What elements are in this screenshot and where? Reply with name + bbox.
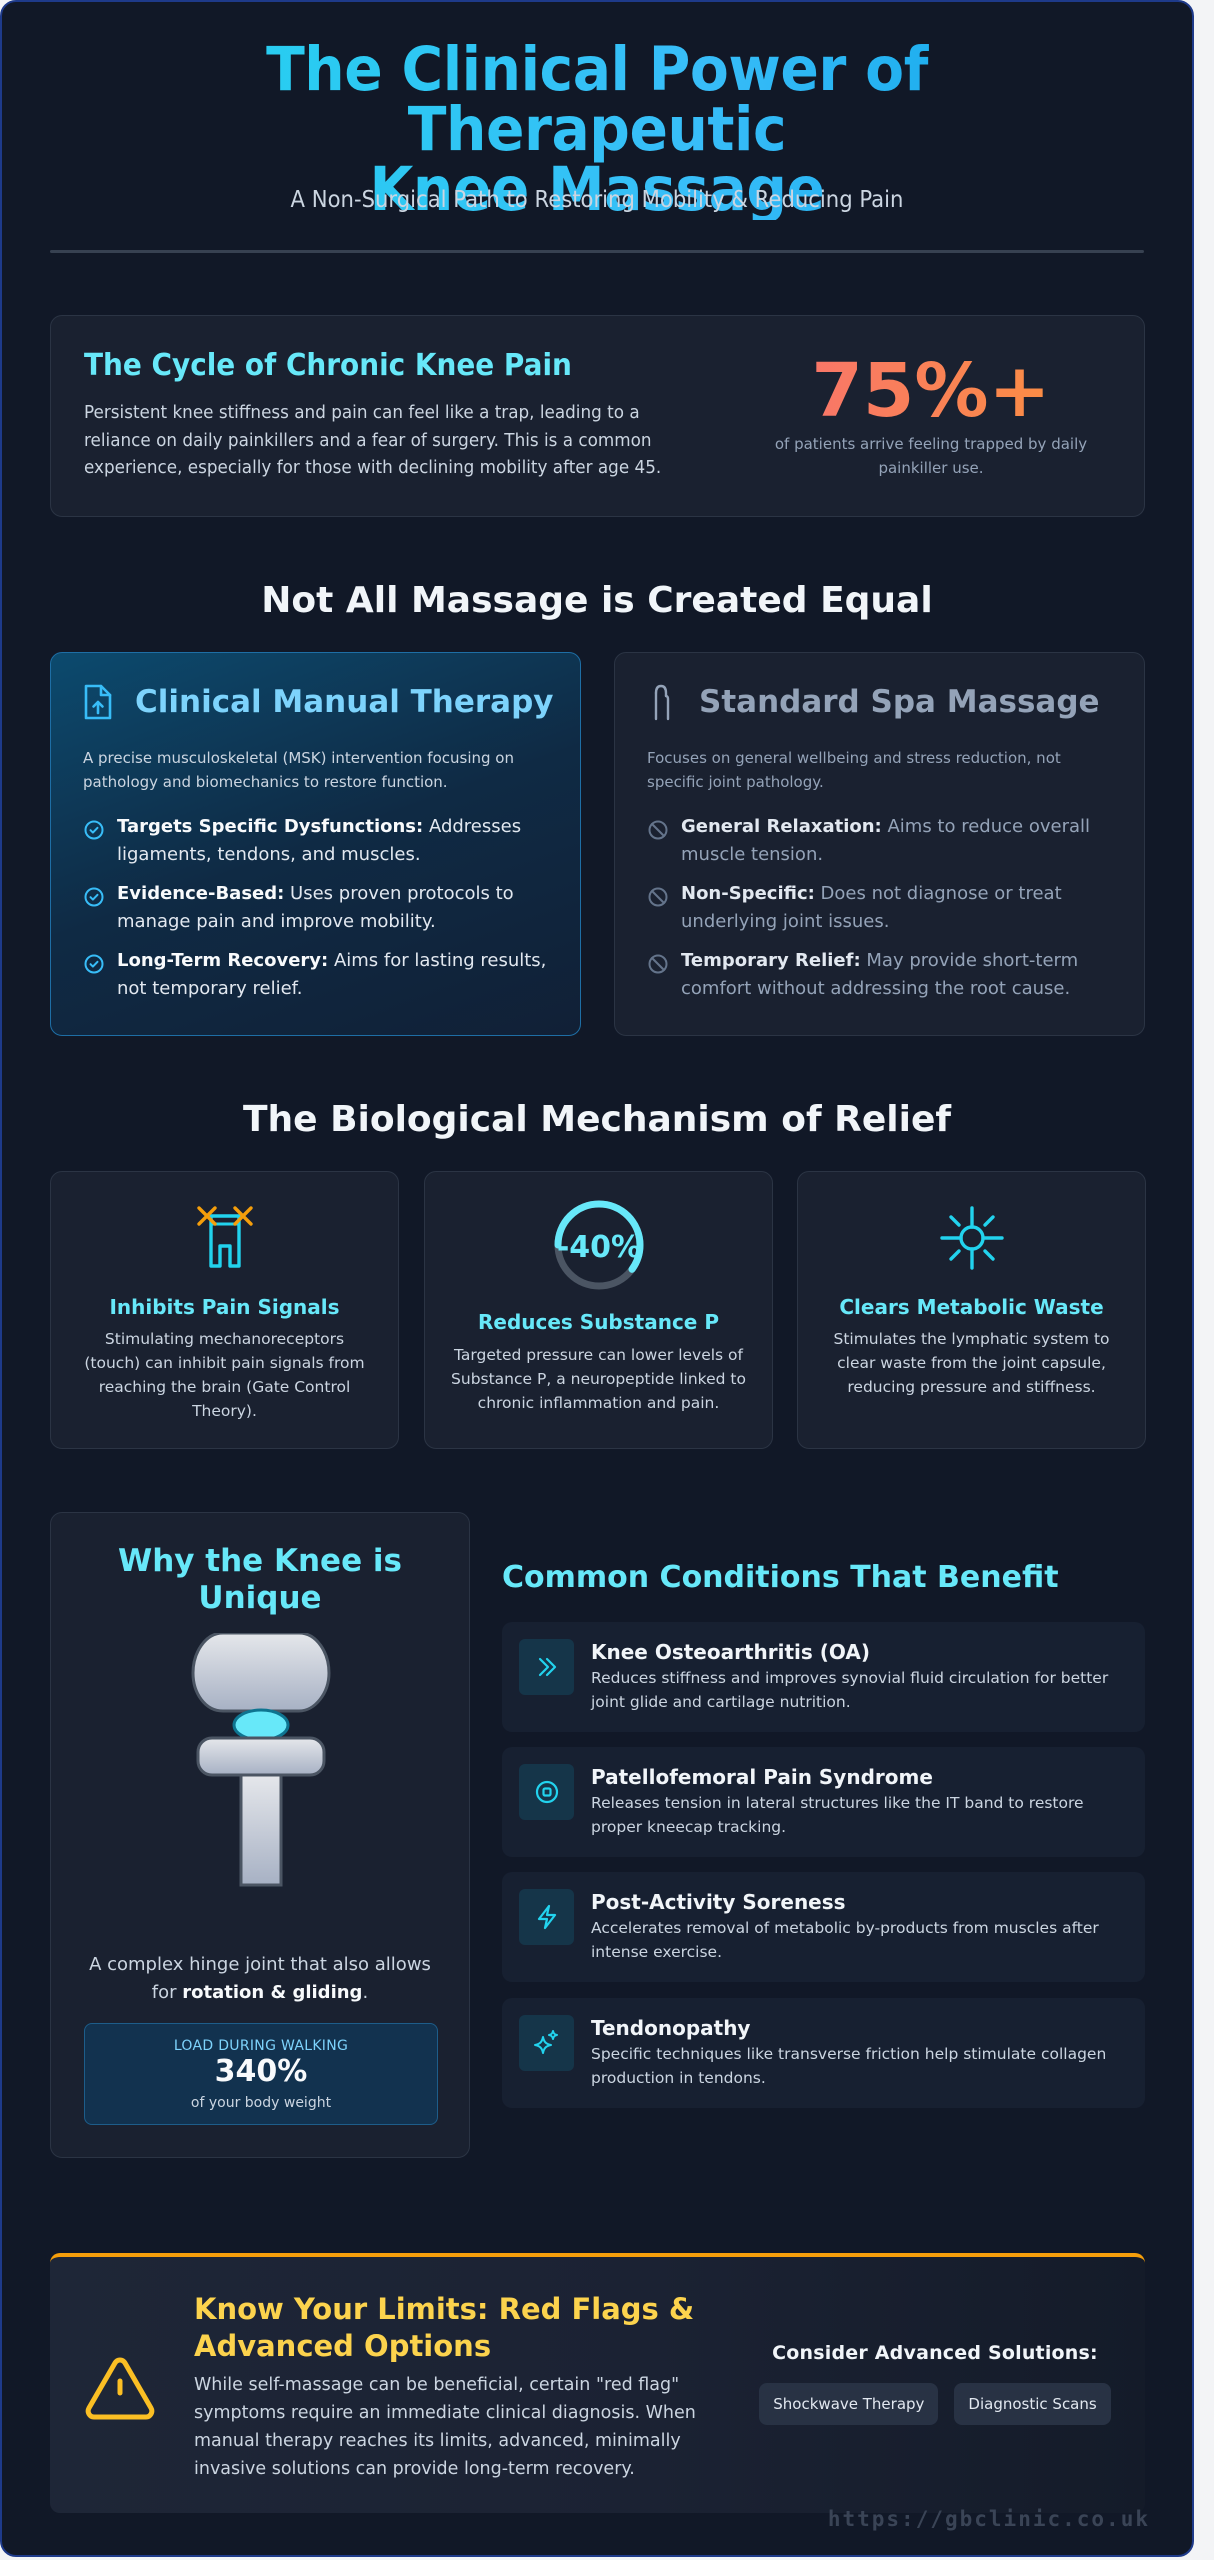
knee-description-emphasis: rotation & gliding <box>182 1982 363 2003</box>
conditions-heading: Common Conditions That Benefit <box>502 1560 1059 1595</box>
mechanism-title: Clears Metabolic Waste <box>839 1295 1104 1319</box>
mechanism-card-metabolic-waste: Clears Metabolic Waste Stimulates the ly… <box>797 1171 1146 1449</box>
advanced-solutions-heading: Consider Advanced Solutions: <box>772 2342 1098 2364</box>
chronic-pain-heading: The Cycle of Chronic Knee Pain <box>84 348 572 383</box>
mechanism-card-substance-p: -40% Reduces Substance P Targeted pressu… <box>424 1171 773 1449</box>
walking-load-value: 340% <box>214 2054 308 2089</box>
mechanism-body: Stimulating mechanoreceptors (touch) can… <box>84 1330 365 1420</box>
condition-title: Patellofemoral Pain Syndrome <box>591 1765 933 1789</box>
item-label: General Relaxation: <box>681 816 882 837</box>
lightning-icon <box>519 1889 574 1945</box>
advanced-solutions: Consider Advanced Solutions: Shockwave T… <box>740 2342 1130 2425</box>
spa-massage-title: Standard Spa Massage <box>699 684 1100 720</box>
clinical-therapy-title: Clinical Manual Therapy <box>135 684 554 720</box>
condition-item-tendonopathy: Tendonopathy Specific techniques like tr… <box>502 1998 1145 2108</box>
mechanism-title: Inhibits Pain Signals <box>109 1295 340 1319</box>
hand-icon <box>654 684 670 721</box>
ban-icon <box>648 820 668 840</box>
page-title-line-1: The Clinical Power of Therapeutic <box>266 34 928 165</box>
header-divider <box>50 250 1144 253</box>
list-item: Non-Specific: Does not diagnose or treat… <box>647 880 1118 936</box>
walking-load-caption: of your body weight <box>190 2095 332 2111</box>
spa-massage-card: Standard Spa Massage Focuses on general … <box>614 652 1145 1036</box>
item-label: Non-Specific: <box>681 883 815 904</box>
knee-unique-heading: Why the Knee is Unique <box>118 1543 402 1616</box>
blocked-signal-icon <box>196 1206 253 1268</box>
sparkles-icon <box>519 2015 574 2071</box>
clinic-url[interactable]: https://gbclinic.co.uk <box>827 2507 1150 2531</box>
item-label: Targets Specific Dysfunctions: <box>117 816 424 837</box>
knee-joint-illustration <box>191 1633 331 1887</box>
clinical-therapy-card: Clinical Manual Therapy A precise muscul… <box>50 652 581 1036</box>
spa-limitations-list: General Relaxation: Aims to reduce overa… <box>647 813 1118 1014</box>
condition-item-osteoarthritis: Knee Osteoarthritis (OA) Reduces stiffne… <box>502 1622 1145 1732</box>
knee-description: A complex hinge joint that also allows f… <box>89 1954 431 2003</box>
red-flags-heading: Know Your Limits: Red Flags & Advanced O… <box>194 2292 695 2363</box>
condition-body: Reduces stiffness and improves synovial … <box>591 1669 1109 1711</box>
list-item: Temporary Relief: May provide short-term… <box>647 947 1118 1003</box>
list-item: Evidence-Based: Uses proven protocols to… <box>83 880 554 936</box>
chronic-pain-card: The Cycle of Chronic Knee Pain Persisten… <box>50 315 1145 517</box>
check-circle-icon <box>84 820 104 840</box>
spa-massage-description: Focuses on general wellbeing and stress … <box>647 749 1061 791</box>
comparison-heading: Not All Massage is Created Equal <box>261 580 933 621</box>
chevrons-right-icon <box>519 1639 574 1695</box>
mechanism-card-pain-signals: Inhibits Pain Signals Stimulating mechan… <box>50 1171 399 1449</box>
item-label: Temporary Relief: <box>681 950 861 971</box>
knee-unique-card: Why the Knee is Unique A complex hinge j… <box>50 1512 470 2158</box>
mechanism-body: Stimulates the lymphatic system to clear… <box>833 1330 1110 1396</box>
ban-icon <box>648 954 668 974</box>
walking-load-label: LOAD DURING WALKING <box>173 2038 349 2054</box>
chip-diagnostic-scans[interactable]: Diagnostic Scans <box>954 2383 1111 2425</box>
list-item: Long-Term Recovery: Aims for lasting res… <box>83 947 554 1003</box>
sun-icon <box>939 1206 1004 1270</box>
painkiller-stat-caption: of patients arrive feeling trapped by da… <box>774 435 1088 477</box>
clinical-therapy-description: A precise musculoskeletal (MSK) interven… <box>83 749 514 791</box>
mechanism-body: Targeted pressure can lower levels of Su… <box>451 1346 746 1412</box>
condition-title: Tendonopathy <box>591 2016 751 2040</box>
condition-body: Specific techniques like transverse fric… <box>591 2045 1107 2087</box>
item-label: Long-Term Recovery: <box>117 950 329 971</box>
progress-ring-icon: -40% <box>554 1200 643 1290</box>
list-item: General Relaxation: Aims to reduce overa… <box>647 813 1118 869</box>
chip-shockwave-therapy[interactable]: Shockwave Therapy <box>759 2383 939 2425</box>
condition-item-post-activity: Post-Activity Soreness Accelerates remov… <box>502 1872 1145 1982</box>
list-item: Targets Specific Dysfunctions: Addresses… <box>83 813 554 869</box>
condition-body: Accelerates removal of metabolic by-prod… <box>591 1919 1099 1961</box>
condition-title: Post-Activity Soreness <box>591 1890 846 1914</box>
chronic-pain-body: Persistent knee stiffness and pain can f… <box>84 403 662 478</box>
ring-value: -40% <box>556 1230 640 1265</box>
red-flags-card: Know Your Limits: Red Flags & Advanced O… <box>50 2253 1145 2513</box>
item-label: Evidence-Based: <box>117 883 285 904</box>
file-upload-icon <box>84 684 112 720</box>
check-circle-icon <box>84 954 104 974</box>
painkiller-stat-value: 75%+ <box>751 346 1111 436</box>
red-flags-body: While self-massage can be beneficial, ce… <box>194 2375 696 2479</box>
condition-item-patellofemoral: Patellofemoral Pain Syndrome Releases te… <box>502 1747 1145 1857</box>
check-circle-icon <box>84 887 104 907</box>
mechanism-title: Reduces Substance P <box>477 1310 719 1334</box>
page-subtitle: A Non-Surgical Path to Restoring Mobilit… <box>290 187 904 213</box>
walking-load-stat: LOAD DURING WALKING 340% of your body we… <box>84 2023 438 2125</box>
mechanism-heading: The Biological Mechanism of Relief <box>242 1099 952 1140</box>
ban-icon <box>648 887 668 907</box>
condition-title: Knee Osteoarthritis (OA) <box>591 1640 870 1664</box>
target-square-icon <box>519 1764 574 1820</box>
condition-body: Releases tension in lateral structures l… <box>591 1794 1084 1836</box>
clinical-benefits-list: Targets Specific Dysfunctions: Addresses… <box>83 813 554 1014</box>
warning-triangle-icon <box>85 2357 155 2420</box>
